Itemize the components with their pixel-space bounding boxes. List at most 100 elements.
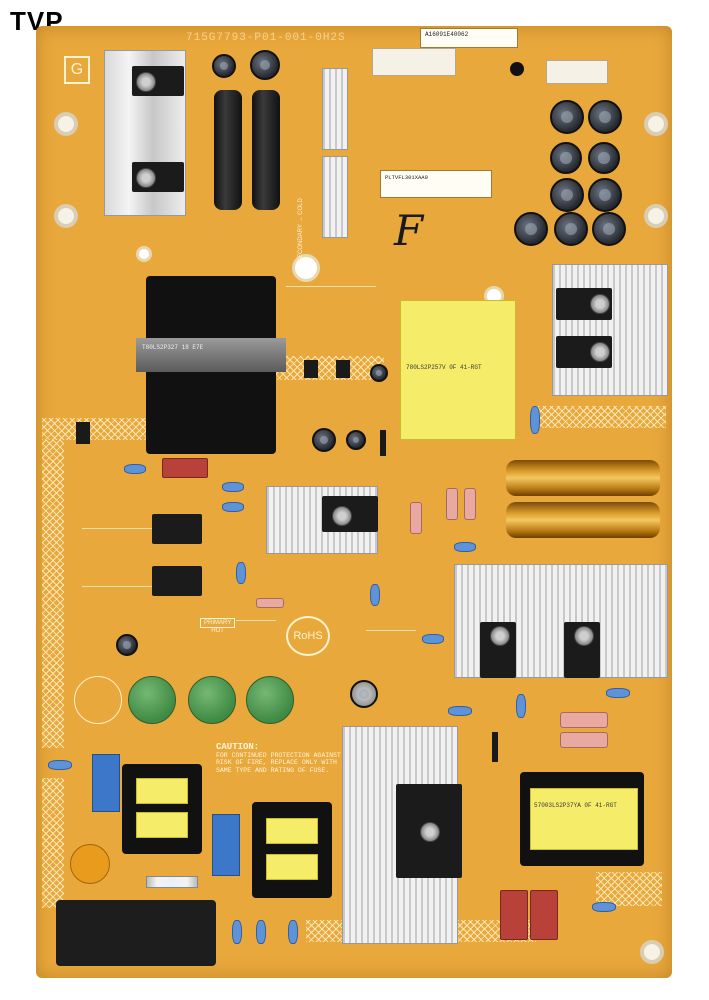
mounting-hole xyxy=(644,112,668,136)
small-hole xyxy=(292,254,320,282)
white-label-text: PLTVFL301XAA9 xyxy=(385,174,428,181)
gold-capacitor xyxy=(506,460,660,496)
capacitor xyxy=(592,212,626,246)
ground-plane-bottom-left xyxy=(42,778,64,908)
ceramic-capacitor xyxy=(448,706,472,716)
capacitor xyxy=(550,178,584,212)
diode xyxy=(380,430,386,456)
caution-body: FOR CONTINUED PROTECTION AGAINST RISK OF… xyxy=(216,751,341,774)
opto-coupler xyxy=(304,360,318,378)
screw xyxy=(590,294,610,314)
screw xyxy=(574,626,594,646)
trace xyxy=(82,586,152,587)
handwritten-mark: F xyxy=(394,206,424,255)
capacitor xyxy=(588,100,622,134)
ceramic-capacitor xyxy=(48,760,72,770)
power-supply-board: 715G7793-P01-001-0H2S G F A16091E40062 P… xyxy=(36,26,672,978)
film-capacitor xyxy=(500,890,528,940)
yellow-transformer xyxy=(400,300,516,440)
ground-plane-bottom-right xyxy=(596,872,662,906)
board-part-number: 715G7793-P01-001-0H2S xyxy=(186,32,346,44)
small-hole xyxy=(136,246,152,262)
ceramic-capacitor xyxy=(516,694,526,718)
film-capacitor xyxy=(530,890,558,940)
trace xyxy=(366,630,416,631)
ceramic-capacitor xyxy=(592,902,616,912)
resistor xyxy=(446,488,458,520)
capacitor xyxy=(312,428,336,452)
capacitor xyxy=(370,364,388,382)
screw xyxy=(590,342,610,362)
choke-winding xyxy=(136,778,188,804)
ground-plane-right xyxy=(536,406,666,428)
ceramic-capacitor xyxy=(288,920,298,944)
white-label: PLTVFL301XAA9 xyxy=(380,170,492,198)
opto-coupler xyxy=(336,360,350,378)
screw xyxy=(136,168,156,188)
resistor xyxy=(560,712,608,728)
resistor xyxy=(560,732,608,748)
resistor xyxy=(464,488,476,520)
caution-notice: CAUTION: FOR CONTINUED PROTECTION AGAINS… xyxy=(216,742,356,774)
connector-right xyxy=(546,60,608,84)
ceramic-capacitor xyxy=(422,634,444,644)
choke-winding xyxy=(266,854,318,880)
fuse xyxy=(146,876,198,888)
capacitor xyxy=(554,212,588,246)
varistor xyxy=(246,676,294,724)
hot-text: HOT xyxy=(211,628,224,634)
grade-mark: G xyxy=(64,56,90,84)
connector-top xyxy=(372,48,456,76)
ceramic-capacitor xyxy=(454,542,476,552)
ceramic-capacitor xyxy=(222,502,244,512)
varistor xyxy=(128,676,176,724)
ceramic-capacitor xyxy=(236,562,246,584)
gold-capacitor xyxy=(506,502,660,538)
heatsink-strip xyxy=(322,156,348,238)
common-mode-choke xyxy=(252,802,332,898)
x-capacitor xyxy=(92,754,120,812)
small-transistor xyxy=(510,62,524,76)
ac-input-connector xyxy=(56,900,216,966)
screw xyxy=(420,822,440,842)
varistor xyxy=(188,676,236,724)
capacitor xyxy=(250,50,280,80)
caution-title: CAUTION: xyxy=(216,742,260,752)
trace xyxy=(286,286,376,287)
capacitor xyxy=(588,178,622,212)
y-capacitor xyxy=(70,844,110,884)
capacitor xyxy=(550,142,582,174)
transformer-main-label: T80LS2P327 18 E7E xyxy=(142,344,204,351)
trace xyxy=(236,620,276,621)
trace xyxy=(82,528,152,529)
choke-winding xyxy=(136,812,188,838)
ceramic-capacitor xyxy=(370,584,380,606)
ceramic-capacitor xyxy=(530,406,540,434)
ground-plane-top-left xyxy=(42,418,152,440)
transistor xyxy=(152,566,202,596)
screw xyxy=(136,72,156,92)
ceramic-capacitor xyxy=(606,688,630,698)
resistor xyxy=(410,502,422,534)
capacitor xyxy=(514,212,548,246)
heatsink-strip xyxy=(322,68,348,150)
ceramic-capacitor xyxy=(232,920,242,944)
resistor xyxy=(256,598,284,608)
capacitor xyxy=(116,634,138,656)
choke-winding xyxy=(266,818,318,844)
capacitor xyxy=(550,100,584,134)
mounting-hole xyxy=(640,940,664,964)
ground-plane-mid xyxy=(274,356,384,380)
rohs-label: RoHS xyxy=(286,616,330,656)
bulk-capacitor xyxy=(214,90,242,210)
x-capacitor xyxy=(212,814,240,876)
varistor-outline xyxy=(74,676,122,724)
ceramic-capacitor xyxy=(222,482,244,492)
film-capacitor xyxy=(162,458,208,478)
ic-chip xyxy=(76,422,90,444)
diode xyxy=(492,732,498,762)
capacitor xyxy=(346,430,366,450)
barcode-sticker: A16091E40062 xyxy=(420,28,518,48)
ceramic-capacitor xyxy=(256,920,266,944)
heatsink-bottom-right xyxy=(454,564,668,678)
